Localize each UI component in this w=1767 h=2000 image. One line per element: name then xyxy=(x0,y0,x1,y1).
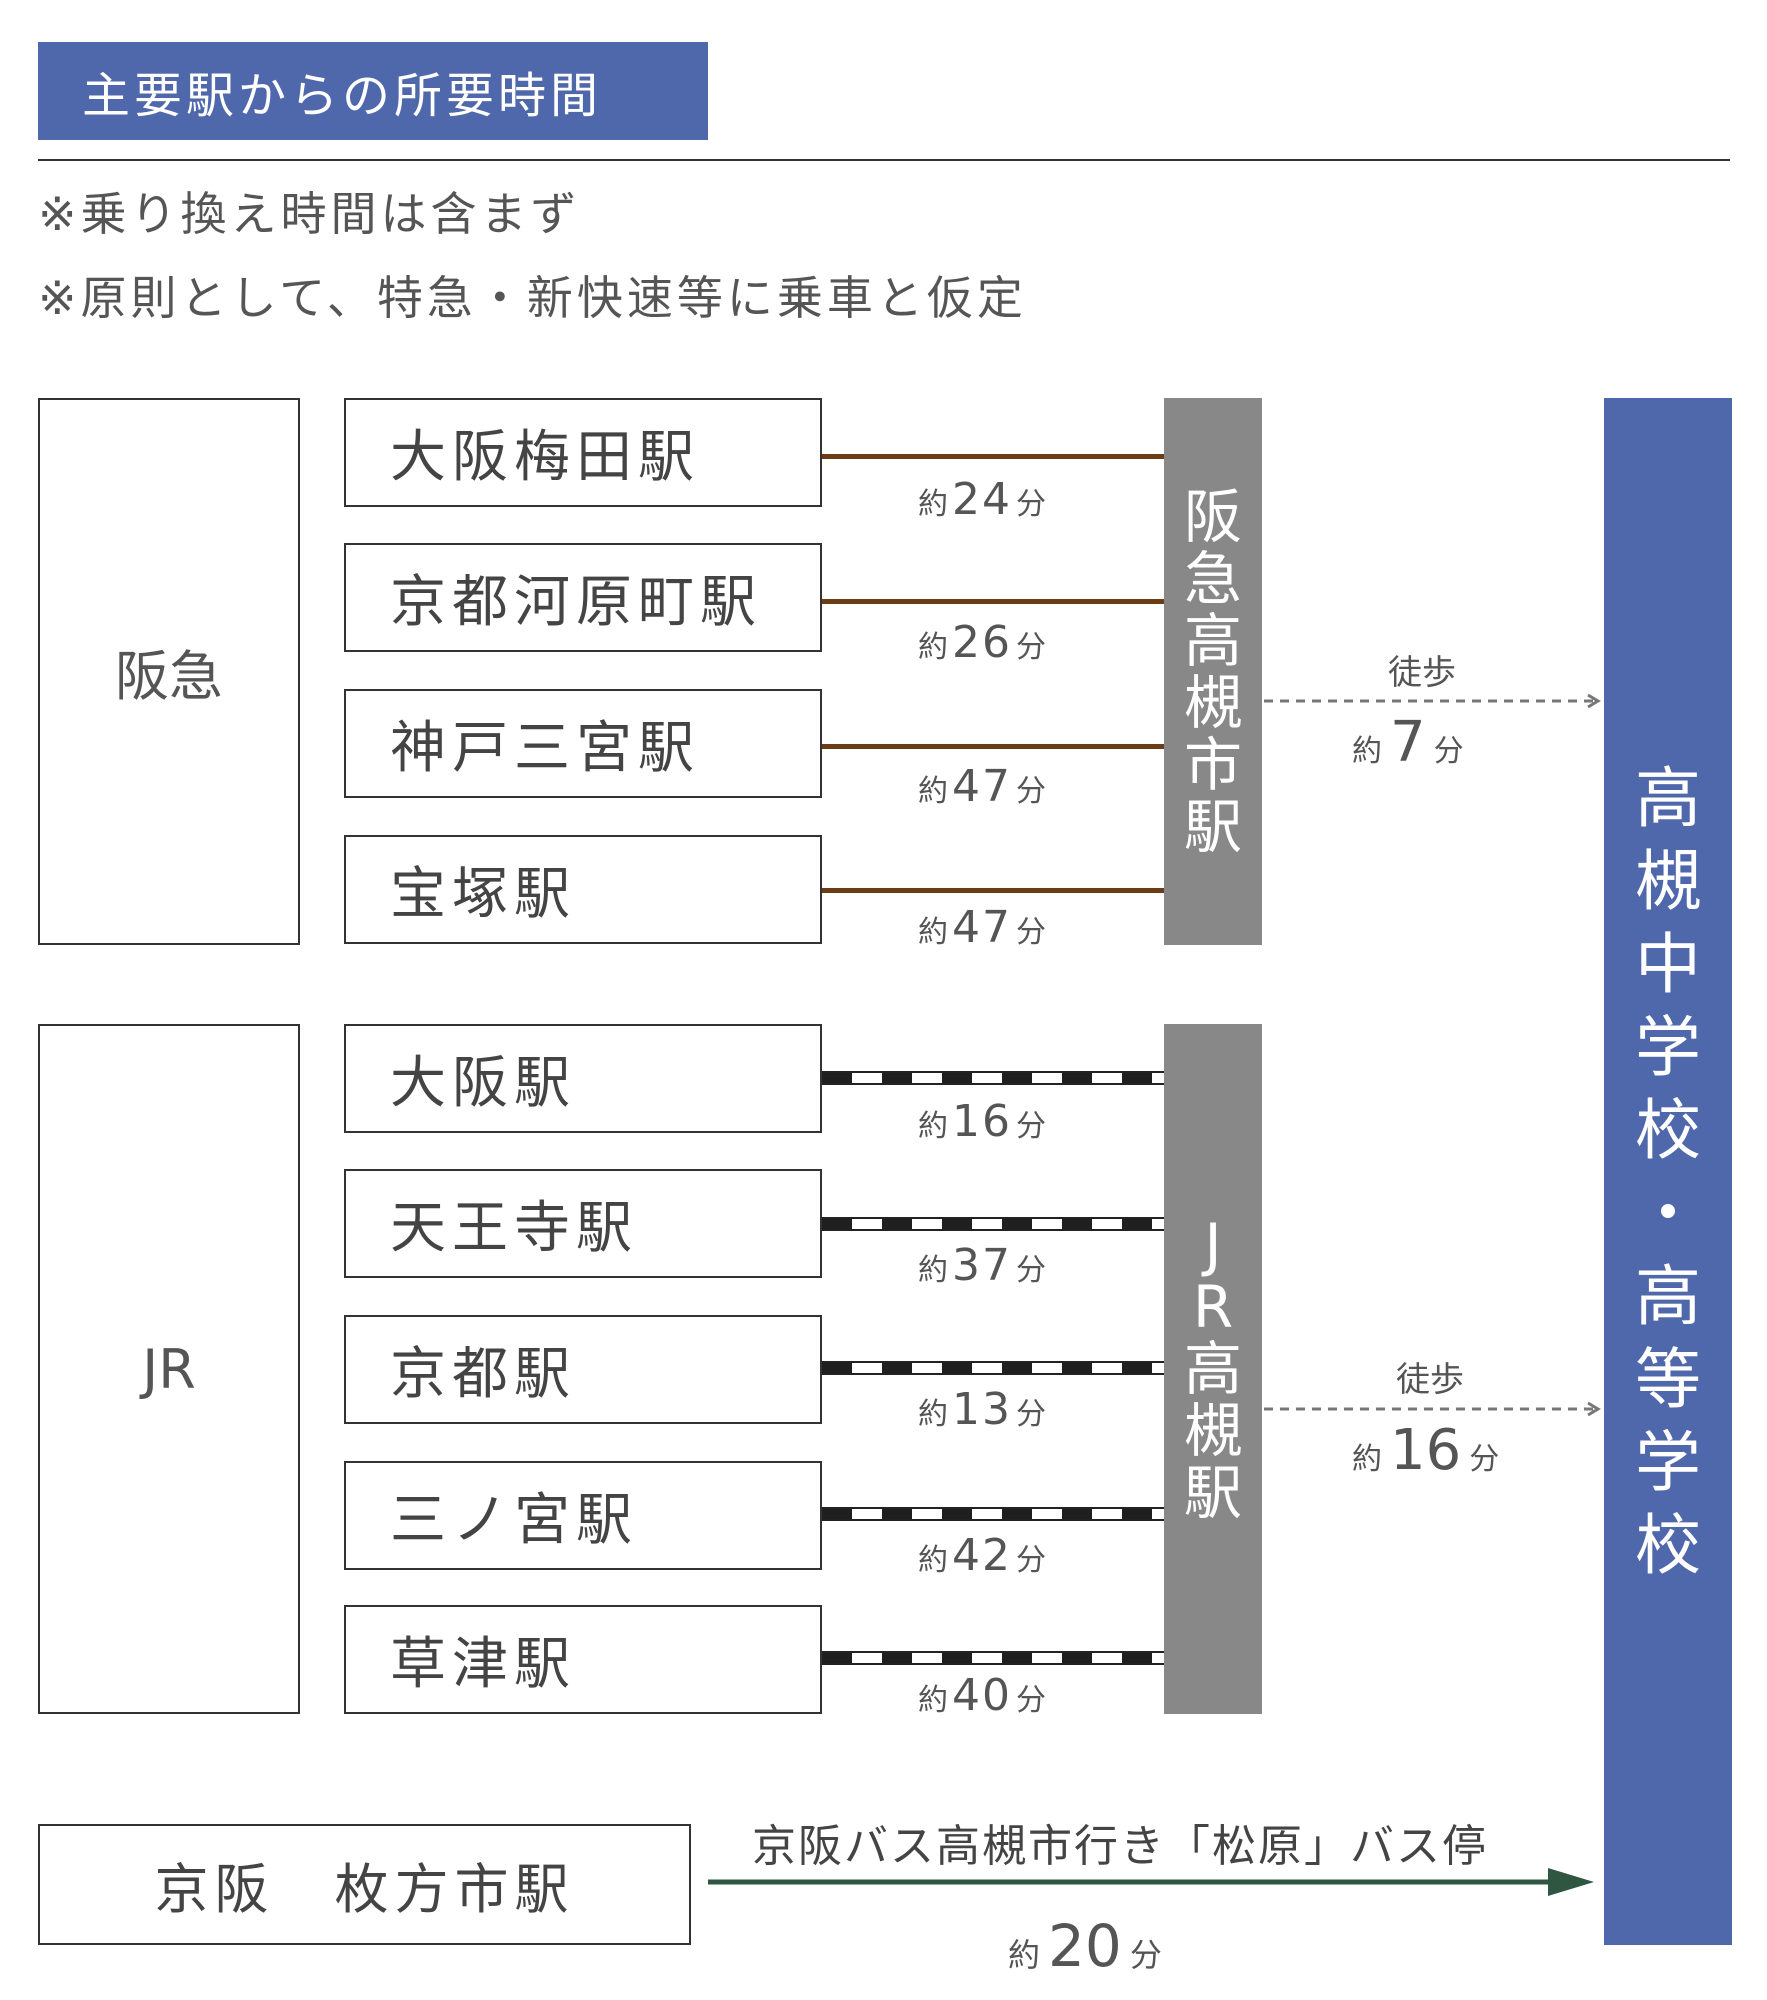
bus-label: 京阪バス高槻市行き「松原」バス停 xyxy=(752,1821,1488,1872)
note-transfer: ※乗り換え時間は含まず xyxy=(38,187,581,241)
jr-line xyxy=(822,1217,1164,1231)
hankyu-line xyxy=(822,888,1164,893)
destination-school: 高槻中学校・高等学校 xyxy=(1604,398,1732,1945)
station-osaka: 大阪駅 xyxy=(344,1024,822,1133)
walk-label: 徒歩 xyxy=(1388,653,1456,693)
station-keihan-hirakatashi: 京阪 枚方市駅 xyxy=(38,1824,691,1945)
walk-arrow-jr xyxy=(1264,1401,1601,1417)
hankyu-line xyxy=(822,744,1164,749)
jr-line xyxy=(822,1507,1164,1521)
jr-line xyxy=(822,1071,1164,1085)
bus-arrow xyxy=(708,1868,1594,1896)
school-name: 高槻中学校・高等学校 xyxy=(1635,759,1701,1584)
divider xyxy=(38,159,1730,161)
hankyu-line xyxy=(822,599,1164,604)
walk-label: 徒歩 xyxy=(1396,1360,1464,1400)
station-osaka-umeda: 大阪梅田駅 xyxy=(344,398,822,507)
station-takarazuka: 宝塚駅 xyxy=(344,835,822,944)
hub-hankyu-takatsukishi: 阪急高槻市駅 xyxy=(1164,398,1262,945)
jr-line xyxy=(822,1651,1164,1665)
station-sannomiya: 三ノ宮駅 xyxy=(344,1461,822,1570)
hankyu-line xyxy=(822,454,1164,459)
walk-arrow-hankyu xyxy=(1264,693,1601,709)
page-title: 主要駅からの所要時間 xyxy=(38,42,708,140)
group-label-hankyu: 阪急 xyxy=(38,398,300,945)
group-label-jr: JR xyxy=(38,1024,300,1714)
station-tennoji: 天王寺駅 xyxy=(344,1169,822,1278)
station-kobe-sannomiya: 神戸三宮駅 xyxy=(344,689,822,798)
station-kyoto: 京都駅 xyxy=(344,1315,822,1424)
station-kusatsu: 草津駅 xyxy=(344,1605,822,1714)
station-kyoto-kawaramachi: 京都河原町駅 xyxy=(344,543,822,652)
jr-line xyxy=(822,1361,1164,1375)
note-express: ※原則として、特急・新快速等に乗車と仮定 xyxy=(38,271,1027,325)
hub-label: 阪急高槻市駅 xyxy=(1183,482,1242,861)
